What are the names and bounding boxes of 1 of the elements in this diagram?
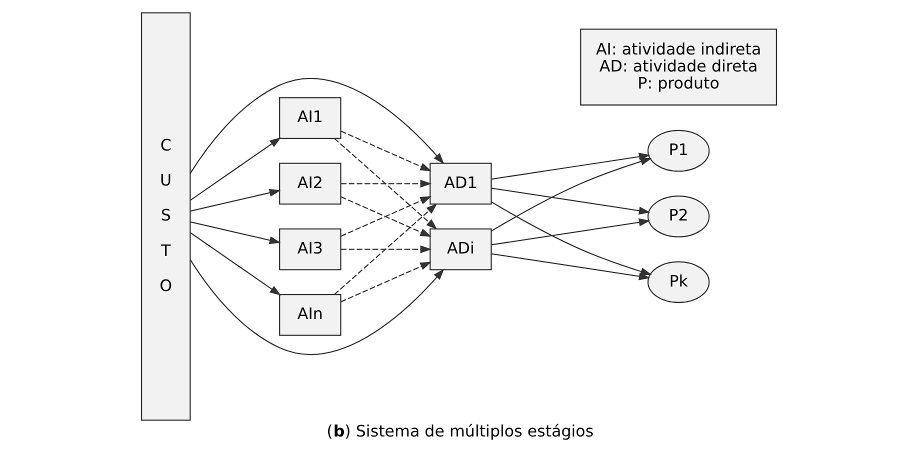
caption: (b) Sistema de múltiplos estágios [326,421,594,440]
